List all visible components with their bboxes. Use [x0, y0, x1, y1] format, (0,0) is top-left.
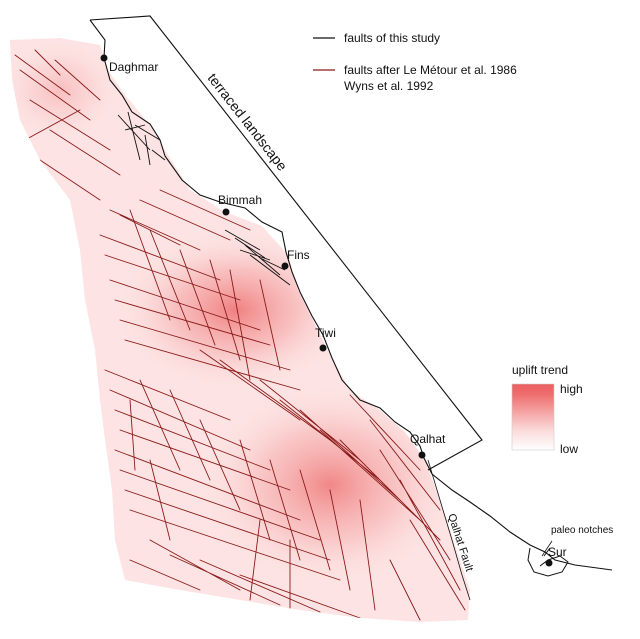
paleo-notches-label: paleo notches [551, 525, 613, 536]
place-label-tiwi: Tiwi [315, 326, 336, 340]
sur-bay [527, 547, 569, 577]
legend-faults-this-study: faults of this study [344, 31, 440, 45]
uplift-legend-high: high [560, 382, 583, 396]
paleo-notches-leader [541, 540, 553, 557]
qalhat-fault [427, 459, 471, 601]
daghmar-point [100, 54, 108, 62]
place-label-sur: Sur [548, 545, 567, 559]
bimmah-point [222, 208, 230, 216]
faults-this-study [117, 111, 291, 286]
uplift-gradient-bar [511, 383, 555, 451]
faults-after-lemetour [14, 49, 466, 621]
place-label-fins: Fins [287, 248, 310, 262]
fault-legend: faults of this study faults after Le Mét… [313, 31, 517, 93]
terraced-landscape-label: terraced landscape [205, 70, 291, 174]
place-label-qalhat: Qalhat [410, 432, 446, 446]
uplift-legend-title: uplift trend [512, 363, 568, 377]
place-label-daghmar: Daghmar [109, 60, 158, 74]
sur-point [545, 559, 553, 567]
fins-point [281, 262, 289, 270]
tiwi-point [319, 344, 327, 352]
uplift-highs [10, 40, 460, 585]
place-points [100, 54, 553, 567]
place-label-bimmah: Bimmah [218, 193, 262, 207]
uplift-legend: uplift trend high low [511, 363, 583, 456]
coastline [89, 19, 613, 571]
uplift-legend-low: low [560, 442, 578, 456]
legend-faults-after-line1: faults after Le Métour et al. 1986 [344, 63, 517, 77]
terraced-landscape-outline [89, 15, 483, 471]
qalhat-point [418, 451, 426, 459]
legend-faults-after-line2: Wyns et al. 1992 [344, 79, 434, 93]
